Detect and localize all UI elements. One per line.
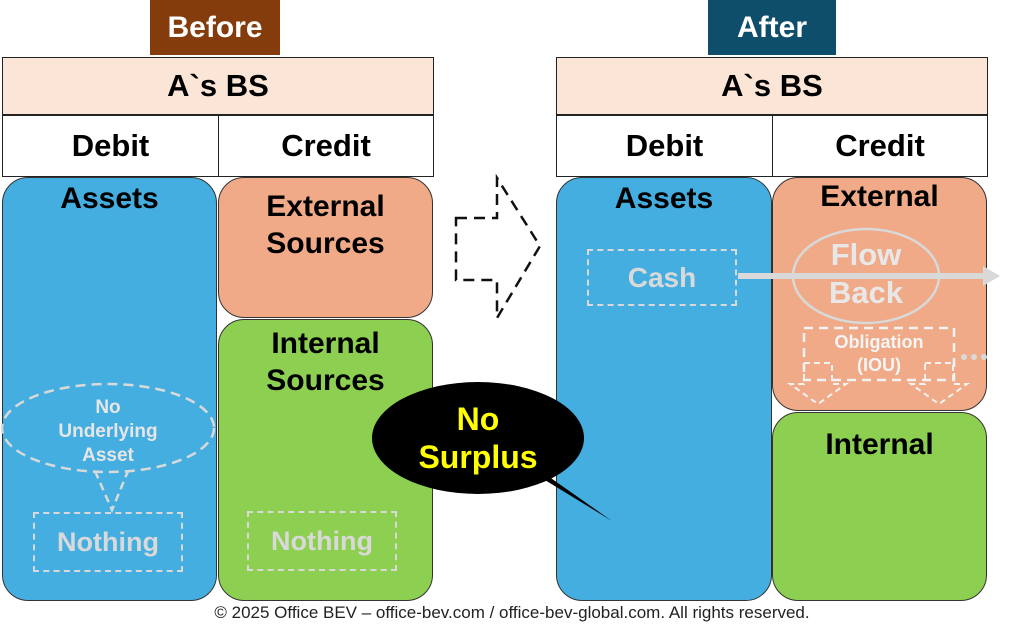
dot-2 <box>971 354 977 360</box>
before-internal-label-1: Internal <box>271 327 380 360</box>
nothing-assets-box: Nothing <box>33 512 183 572</box>
no-surplus-text: No Surplus <box>380 400 576 476</box>
no-surplus-line-2: Surplus <box>418 439 538 475</box>
after-credit-header: Credit <box>772 115 988 177</box>
flow-back-text: Flow Back <box>796 236 936 312</box>
after-debit-header: Debit <box>556 115 773 177</box>
transition-arrow-icon <box>454 173 542 323</box>
flow-back-line-2: Back <box>828 275 904 310</box>
dot-3 <box>981 354 987 360</box>
no-underlying-asset-bubble <box>0 382 216 474</box>
nothing-internal-box: Nothing <box>247 511 397 571</box>
bubble-pointer <box>93 470 130 514</box>
before-external-label-1: External <box>266 190 385 223</box>
after-external-label: External <box>820 180 939 213</box>
cash-box: Cash <box>587 249 737 306</box>
obligation-box <box>802 326 956 382</box>
obligation-line-2: (IOU) <box>857 355 901 375</box>
before-external-box <box>218 177 433 318</box>
before-internal-label-2: Sources <box>266 364 385 397</box>
bubble-line-1: No <box>95 397 121 418</box>
before-debit-header: Debit <box>2 115 219 177</box>
flow-arrow-head-icon <box>983 266 1000 286</box>
after-bs-title: A`s BS <box>556 57 988 115</box>
dot-1 <box>961 354 967 360</box>
before-bs-title: A`s BS <box>2 57 434 115</box>
no-surplus-line-1: No <box>456 401 500 437</box>
after-internal-box <box>772 412 987 601</box>
after-assets-label: Assets <box>614 182 714 215</box>
after-external-box <box>772 177 987 411</box>
down-arrow-right-icon <box>907 362 971 406</box>
no-surplus-callout <box>372 382 584 494</box>
after-tag: After <box>708 0 836 55</box>
obligation-line-1: Obligation <box>834 332 924 352</box>
down-arrow-left-icon <box>786 362 850 406</box>
before-assets-label: Assets <box>60 182 159 215</box>
obligation-text: Obligation (IOU) <box>804 331 954 377</box>
before-credit-header: Credit <box>218 115 434 177</box>
copyright-footer: © 2025 Office BEV – office-bev.com / off… <box>214 603 810 622</box>
bubble-line-2: Underlying <box>58 421 158 442</box>
after-assets-box <box>556 177 772 601</box>
bubble-line-3: Asset <box>82 445 134 466</box>
flow-back-line-1: Flow <box>830 237 902 272</box>
no-underlying-asset-text: No Underlying Asset <box>20 396 196 468</box>
before-tag: Before <box>150 0 280 55</box>
after-internal-label: Internal <box>825 428 934 461</box>
before-external-label-2: Sources <box>266 227 385 260</box>
